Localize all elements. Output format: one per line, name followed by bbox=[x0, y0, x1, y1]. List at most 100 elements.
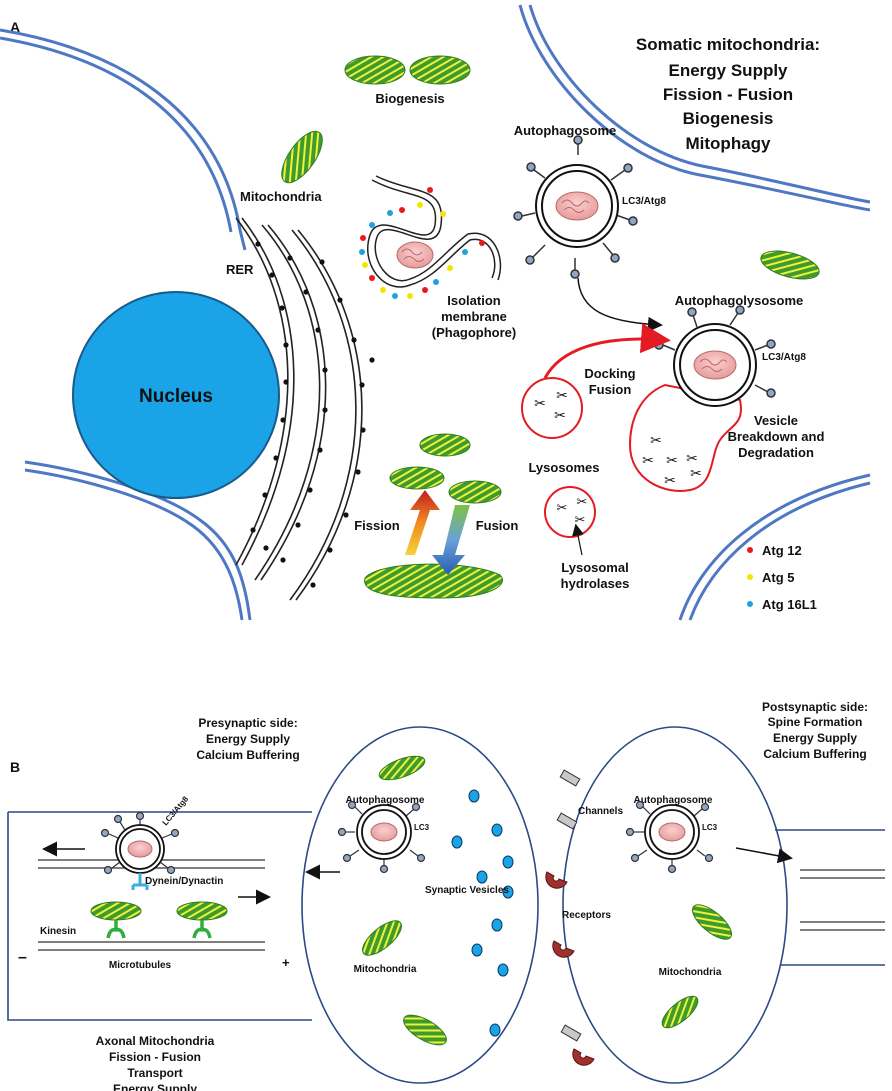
svg-text:✂: ✂ bbox=[554, 408, 566, 424]
svg-text:Energy Supply: Energy Supply bbox=[773, 731, 857, 745]
legend-label-atg16l1: Atg 16L1 bbox=[762, 597, 817, 612]
fission-label: Fission bbox=[354, 518, 400, 533]
mitochondria-label: Mitochondria bbox=[240, 189, 322, 204]
svg-text:✂: ✂ bbox=[575, 513, 586, 528]
legend-dot-atg12 bbox=[747, 547, 753, 553]
autophagolysosome: ✂✂✂ ✂✂✂ bbox=[628, 305, 776, 492]
lc3-atg8-axon-label: LC3/Atg8 bbox=[161, 794, 191, 827]
lc3-atg8-label-b: LC3/Atg8 bbox=[762, 352, 806, 363]
post-mitochondrion-bottom bbox=[661, 995, 699, 1029]
lysosomes-label: Lysosomes bbox=[528, 460, 599, 475]
arrow-to-autophagolysosome bbox=[577, 277, 663, 332]
isolation-label-1: Isolation bbox=[447, 293, 501, 308]
svg-text:Fission - Fusion: Fission - Fusion bbox=[109, 1050, 201, 1064]
kinesin-label: Kinesin bbox=[40, 926, 76, 937]
svg-text:✂: ✂ bbox=[686, 451, 698, 467]
lc3-post-label: LC3 bbox=[702, 823, 718, 832]
post-arrow bbox=[735, 847, 793, 864]
phagophore bbox=[367, 175, 502, 288]
pre-mitochondrion-mid bbox=[362, 920, 402, 956]
svg-text:✂: ✂ bbox=[642, 453, 654, 469]
minus-end: – bbox=[18, 949, 27, 966]
autophagosome-a-label: Autophagosome bbox=[514, 123, 617, 138]
channels bbox=[556, 769, 582, 1042]
biogenesis-label: Biogenesis bbox=[375, 91, 444, 106]
rer-label: RER bbox=[226, 262, 254, 277]
vesicle-label-2: Breakdown and bbox=[728, 429, 825, 444]
svg-text:✂: ✂ bbox=[690, 466, 702, 482]
svg-text:Somatic mitochondria:: Somatic mitochondria: bbox=[636, 35, 820, 54]
svg-text:✂: ✂ bbox=[650, 433, 662, 449]
autophagosome-post-label: Autophagosome bbox=[634, 795, 713, 806]
autophagosome-pre bbox=[337, 800, 426, 874]
autophagolysosome-label: Autophagolysosome bbox=[675, 293, 804, 308]
receptors bbox=[545, 871, 595, 1066]
presynaptic-text: Presynaptic side: Energy Supply Calcium … bbox=[196, 716, 299, 762]
mitochondria-pre-label: Mitochondria bbox=[354, 964, 417, 975]
postsynaptic-text: Postsynaptic side: Spine Formation Energ… bbox=[762, 700, 868, 761]
post-mitochondrion-mid bbox=[692, 904, 732, 940]
svg-text:✂: ✂ bbox=[557, 501, 568, 516]
autophagosome-post bbox=[625, 800, 714, 874]
channels-label: Channels bbox=[578, 806, 623, 817]
mitochondria-post-label: Mitochondria bbox=[659, 967, 722, 978]
svg-text:Energy Supply: Energy Supply bbox=[206, 732, 290, 746]
svg-text:✂: ✂ bbox=[664, 473, 676, 489]
lysosome-docking: ✂ ✂ ✂ bbox=[521, 323, 671, 439]
legend: Atg 12 Atg 5 Atg 16L1 bbox=[747, 543, 817, 612]
docking-label: Docking bbox=[584, 366, 635, 381]
mitochondrion-right bbox=[760, 250, 820, 280]
hydrolases-label-1: Lysosomal bbox=[561, 560, 628, 575]
svg-text:Calcium Buffering: Calcium Buffering bbox=[196, 748, 299, 762]
axonal-label: Axonal Mitochondria Fission - Fusion Tra… bbox=[96, 1034, 215, 1091]
pre-mitochondrion-top bbox=[378, 755, 426, 781]
svg-text:✂: ✂ bbox=[534, 396, 546, 412]
nucleus bbox=[72, 291, 280, 499]
svg-text:✂: ✂ bbox=[556, 388, 568, 404]
hydrolases-label-2: hydrolases bbox=[561, 576, 630, 591]
receptors-label: Receptors bbox=[562, 910, 611, 921]
svg-text:Calcium Buffering: Calcium Buffering bbox=[763, 747, 866, 761]
microtubules bbox=[38, 859, 885, 951]
panel-a-letter: A bbox=[10, 19, 20, 35]
panel-b-letter: B bbox=[10, 759, 20, 775]
legend-dot-atg16l1 bbox=[747, 601, 753, 607]
fission-fusion bbox=[364, 433, 503, 599]
svg-text:Transport: Transport bbox=[127, 1066, 182, 1080]
neuron-outlines-b bbox=[7, 726, 885, 1084]
synaptic-vesicles bbox=[451, 789, 514, 1037]
microtubules-label: Microtubules bbox=[109, 960, 172, 971]
svg-text:Energy Supply: Energy Supply bbox=[668, 61, 788, 80]
autophagosome-axon bbox=[100, 811, 180, 890]
mitochondrion-soma bbox=[281, 130, 323, 184]
svg-text:✂: ✂ bbox=[577, 495, 588, 510]
svg-text:Biogenesis: Biogenesis bbox=[683, 109, 774, 128]
plus-end: + bbox=[282, 955, 290, 970]
cell-membranes-a bbox=[0, 4, 871, 621]
vesicle-label-1: Vesicle bbox=[754, 413, 798, 428]
autophagosome-a bbox=[513, 135, 638, 279]
svg-text:Spine Formation: Spine Formation bbox=[768, 715, 863, 729]
rough-endoplasmic-reticulum bbox=[235, 217, 363, 601]
fusion-label-docking: Fusion bbox=[589, 382, 632, 397]
autophagosome-pre-label: Autophagosome bbox=[346, 795, 425, 806]
legend-label-atg5: Atg 5 bbox=[762, 570, 795, 585]
synaptic-vesicles-label: Synaptic Vesicles bbox=[425, 885, 509, 896]
svg-text:✂: ✂ bbox=[666, 453, 678, 469]
svg-text:Energy Supply: Energy Supply bbox=[113, 1082, 197, 1091]
nucleus-label: Nucleus bbox=[139, 386, 213, 407]
panel-a-title: Somatic mitochondria: Energy Supply Fiss… bbox=[636, 35, 820, 153]
svg-text:Presynaptic side:: Presynaptic side: bbox=[198, 716, 297, 730]
svg-text:Postsynaptic side:: Postsynaptic side: bbox=[762, 700, 868, 714]
legend-label-atg12: Atg 12 bbox=[762, 543, 802, 558]
lc3-pre-label: LC3 bbox=[414, 823, 430, 832]
lc3-atg8-label-a: LC3/Atg8 bbox=[622, 196, 666, 207]
svg-text:Fission - Fusion: Fission - Fusion bbox=[663, 85, 793, 104]
atg-dots bbox=[359, 187, 485, 299]
biogenesis-mitochondria bbox=[344, 55, 471, 85]
svg-text:Axonal Mitochondria: Axonal Mitochondria bbox=[96, 1034, 215, 1048]
fusion-label: Fusion bbox=[476, 518, 519, 533]
vesicle-label-3: Degradation bbox=[738, 445, 814, 460]
